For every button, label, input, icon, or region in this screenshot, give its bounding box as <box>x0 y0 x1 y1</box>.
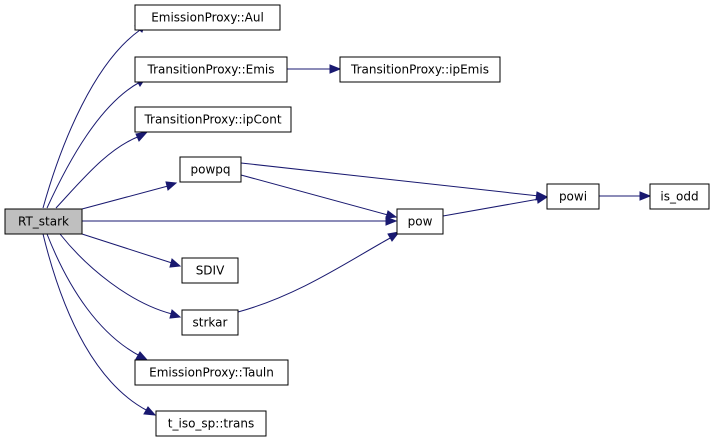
node-label: pow <box>408 215 433 229</box>
edge-rt_stark-emis <box>46 76 148 209</box>
edge-rt_stark-powpq <box>81 181 178 210</box>
edge-rt_stark-ipcont <box>55 131 149 209</box>
nodes-layer: RT_stark EmissionProxy::Aul TransitionPr… <box>4 4 710 437</box>
node-sdiv[interactable]: SDIV <box>181 257 239 284</box>
node-powi[interactable]: powi <box>546 183 600 210</box>
edge-rt_stark-sdiv <box>81 233 182 268</box>
node-label: TransitionProxy::Emis <box>147 63 275 77</box>
edge-rt_stark-strkar <box>59 233 182 319</box>
edge-emis-ipemis <box>287 64 342 74</box>
node-strkar[interactable]: strkar <box>181 309 239 336</box>
edge-rt_stark-aul <box>42 20 147 209</box>
node-t-iso-sp-trans[interactable]: t_iso_sp::trans <box>155 410 267 437</box>
node-transitionproxy-ipemis[interactable]: TransitionProxy::ipEmis <box>339 56 501 83</box>
node-transitionproxy-ipcont[interactable]: TransitionProxy::ipCont <box>134 106 292 133</box>
node-label: t_iso_sp::trans <box>168 417 254 431</box>
node-label: EmissionProxy::Aul <box>151 11 264 25</box>
edge-rt_stark-pow <box>82 216 398 226</box>
edge-powpq-powi <box>240 162 549 201</box>
node-label: EmissionProxy::Tauln <box>149 366 274 380</box>
node-label: powpq <box>190 163 230 177</box>
node-emissionproxy-tauln[interactable]: EmissionProxy::Tauln <box>134 359 289 386</box>
node-rt-stark[interactable]: RT_stark <box>4 208 83 235</box>
node-label: is_odd <box>660 190 698 204</box>
node-label: strkar <box>193 316 228 330</box>
node-powpq[interactable]: powpq <box>179 156 242 183</box>
node-pow[interactable]: pow <box>396 208 444 235</box>
edge-pow-powi <box>442 194 549 217</box>
edge-strkar-pow <box>237 231 401 313</box>
edge-powi-isodd <box>599 191 652 201</box>
node-label: RT_stark <box>18 215 69 229</box>
edge-powpq-pow <box>240 174 398 219</box>
node-emissionproxy-aul[interactable]: EmissionProxy::Aul <box>134 4 281 31</box>
node-label: TransitionProxy::ipEmis <box>350 63 489 77</box>
edge-rt_stark-trans <box>42 233 157 416</box>
node-label: powi <box>559 190 587 204</box>
node-label: SDIV <box>196 264 225 278</box>
node-is-odd[interactable]: is_odd <box>649 183 710 210</box>
node-label: TransitionProxy::ipCont <box>143 113 281 127</box>
node-transitionproxy-emis[interactable]: TransitionProxy::Emis <box>134 56 288 83</box>
